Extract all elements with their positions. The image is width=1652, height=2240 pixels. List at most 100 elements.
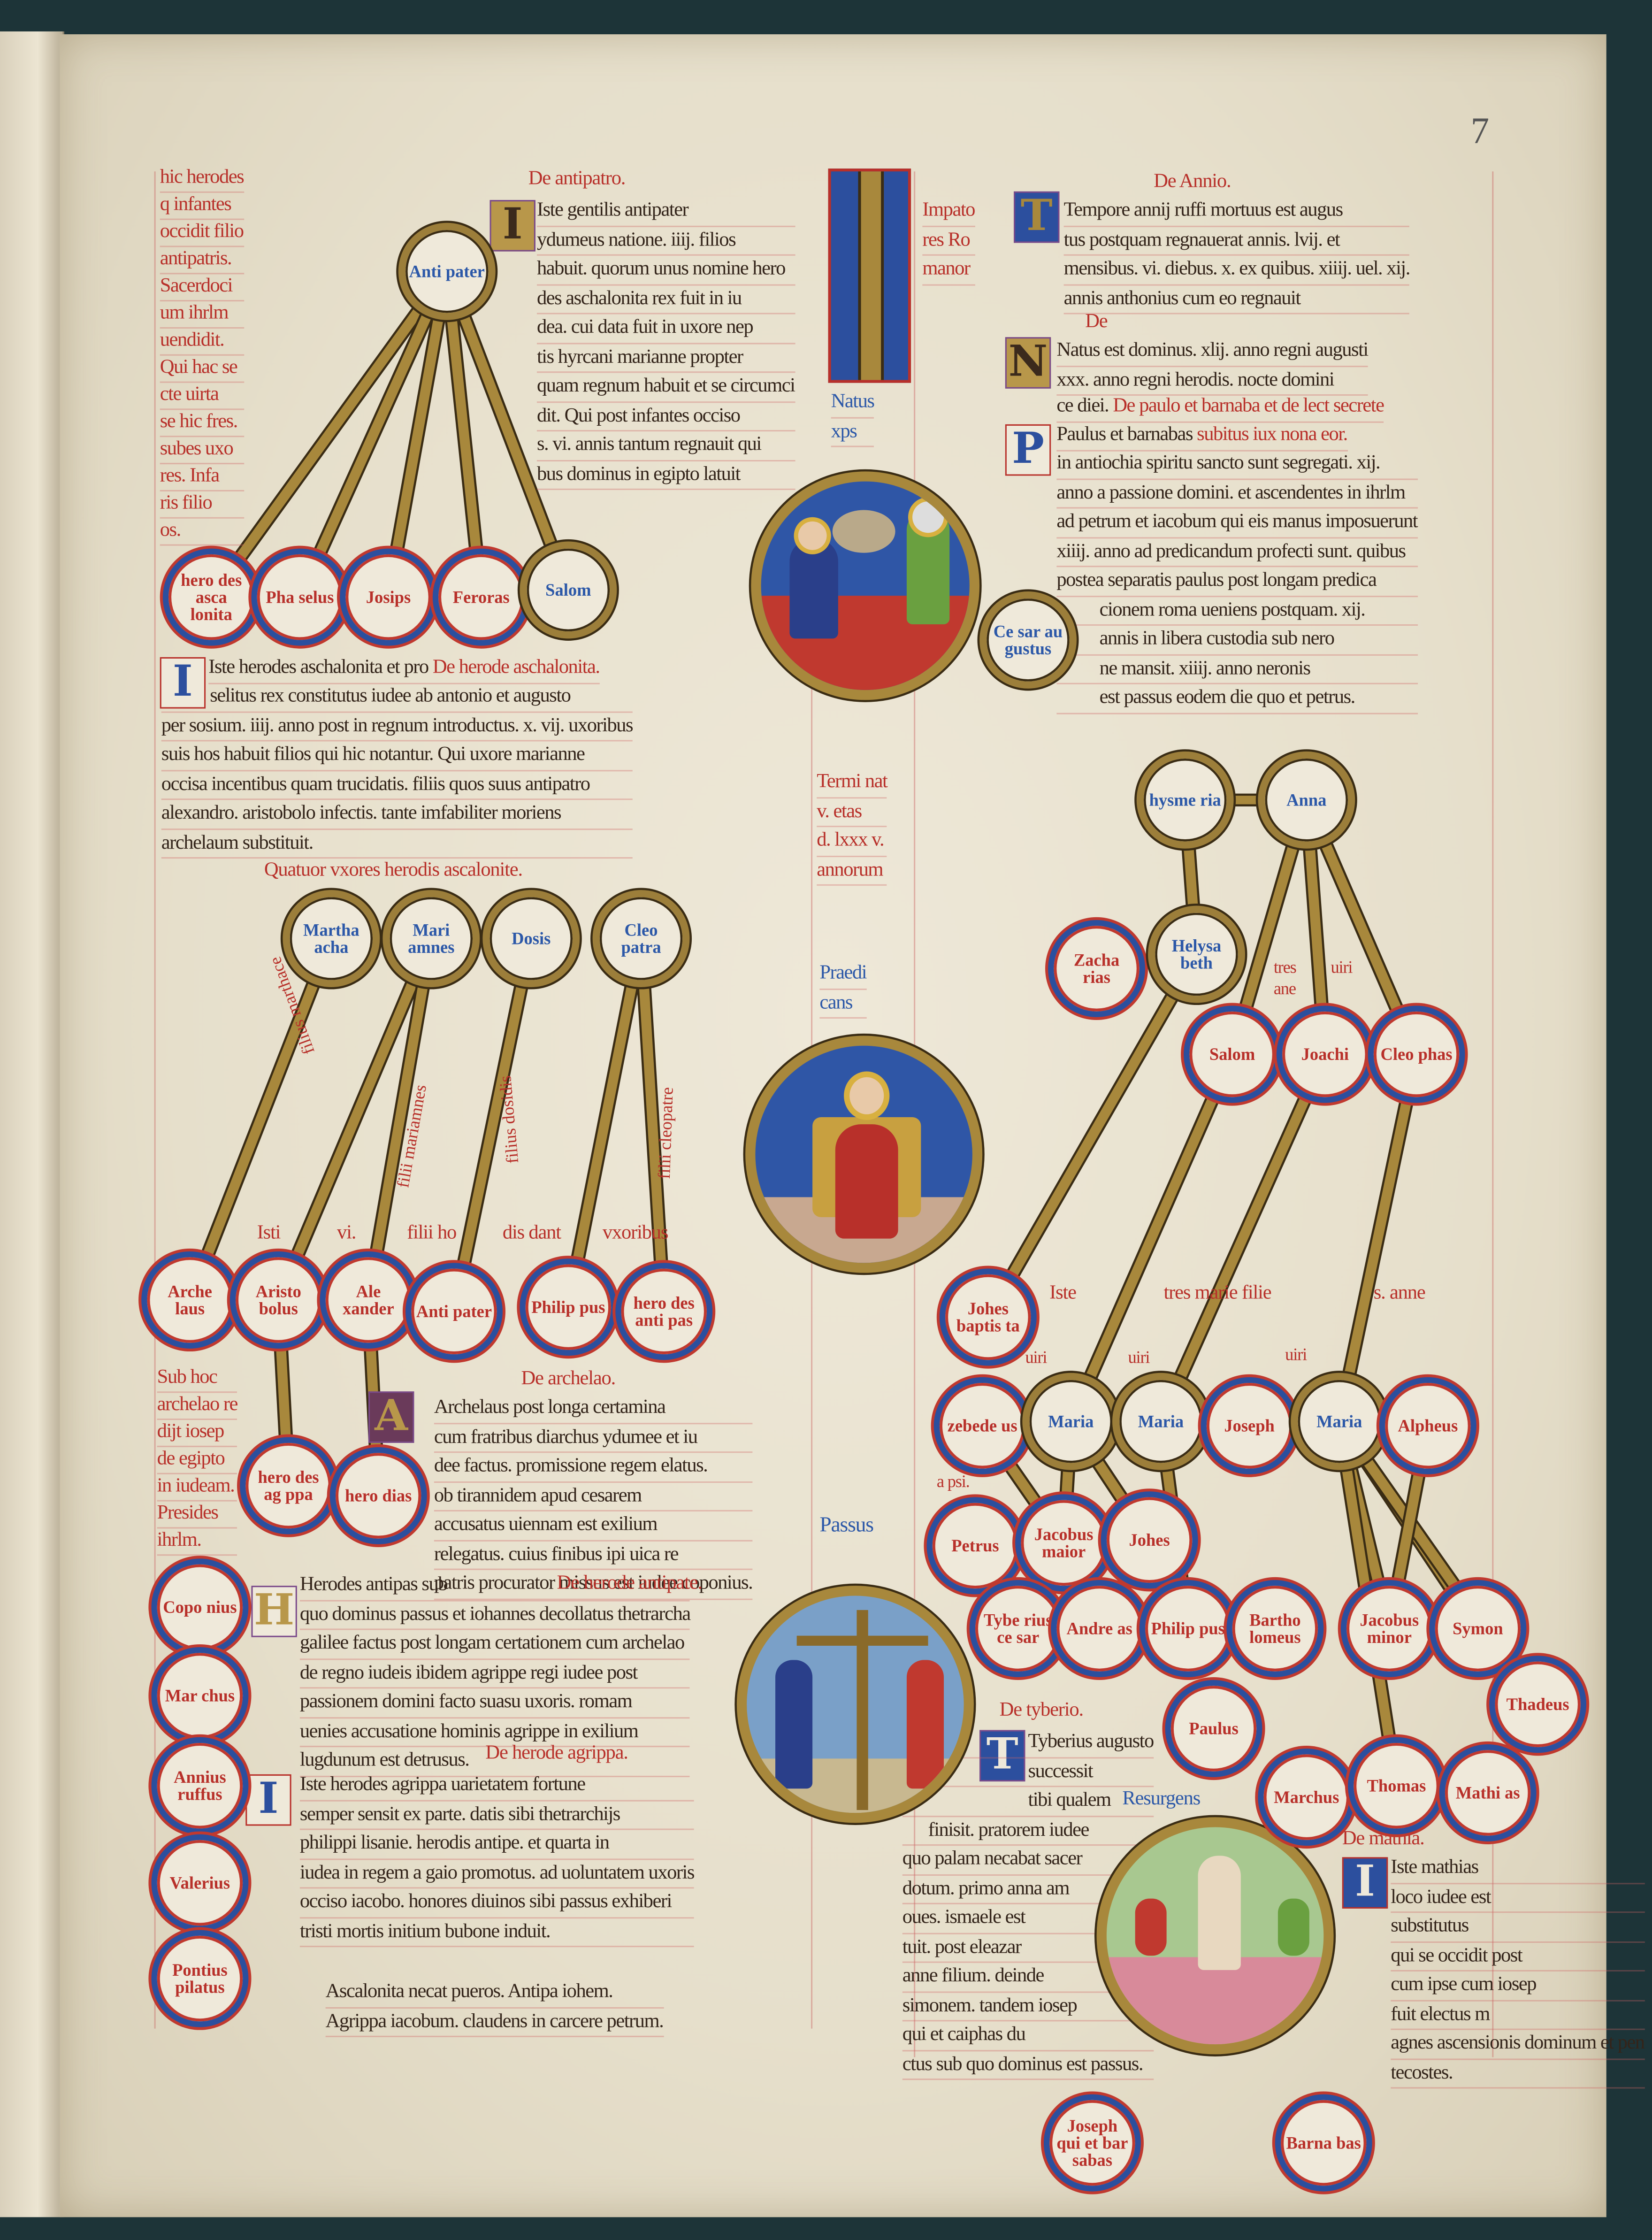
genealogy-roundel: hero des asca lonita	[162, 548, 260, 646]
text-line: annis anthonius cum eo regnauit	[1063, 285, 1410, 315]
text-line: xiiij. anno ad predicandum profecti sunt…	[1056, 538, 1418, 568]
wives-header: Quatuor vxores herodis ascalonite.	[264, 860, 523, 882]
genealogy-roundel: Barna bas	[1275, 2094, 1372, 2192]
genealogy-roundel: Ale xander	[320, 1251, 417, 1349]
uiri-label: uiri	[1285, 1344, 1307, 1365]
roundel-name: Arche laus	[168, 1281, 212, 1319]
text-line: ob tirannidem apud cesarem	[434, 1482, 753, 1511]
text-line: Praedi	[819, 960, 867, 990]
text-line: passionem domini facto suasu uxoris. rom…	[299, 1688, 690, 1718]
initial-letter-i-herodes: I	[160, 657, 206, 709]
genealogy-roundel: Josips	[340, 548, 437, 646]
roundel-name: Anti pater	[409, 261, 485, 282]
roundel-name: Salom	[1209, 1044, 1255, 1065]
genealogy-roundel: Copo nius	[151, 1558, 249, 1656]
ce-diei-text: ce diei.	[1056, 396, 1109, 417]
genealogy-roundel: Thomas	[1348, 1737, 1445, 1834]
text-line: um ihrlm	[160, 301, 244, 329]
genealogy-roundel: Jacobus minor	[1340, 1580, 1438, 1677]
genealogy-bar	[563, 933, 646, 1312]
heading-de-paulo: De paulo et barnaba et de lect secrete	[1113, 396, 1384, 417]
initial-letter-n: N	[1005, 337, 1051, 389]
text-line: successit	[902, 1758, 1154, 1787]
heading-de-herode-agrippa: De herode agrippa.	[485, 1742, 628, 1764]
initial-letter-p: P	[1005, 424, 1051, 476]
roundel-name: Ce sar au gustus	[993, 621, 1063, 659]
text-line: est passus eodem die quo et petrus.	[1056, 684, 1418, 714]
resurrection-medallion	[1096, 1817, 1334, 2055]
text-line: quo dominus passus et iohannes decollatu…	[299, 1601, 691, 1630]
text-line: Archelaus post longa certamina	[434, 1394, 753, 1424]
roundel-name: Feroras	[452, 587, 510, 607]
roundel-name: Helysa beth	[1171, 936, 1222, 973]
herodes-first-line: Iste herodes aschalonita et pro De herod…	[208, 654, 600, 684]
text-line: Iste gentilis antipater	[536, 197, 795, 227]
text-line: philippi lisanie. herodis antipe. et qua…	[299, 1830, 694, 1859]
text-line: postea separatis paulus post longam pred…	[1056, 567, 1418, 597]
roundel-name: Mari amnes	[408, 920, 455, 958]
genealogy-roundel: Joseph	[1201, 1377, 1298, 1474]
text-line: subes uxo	[160, 437, 244, 465]
roundel-name: Pha selus	[266, 587, 334, 607]
roundel-name: Barna bas	[1286, 2133, 1361, 2153]
roundel-name: Maria	[1048, 1411, 1094, 1432]
text-line: relegatus. cuius finibus ipi uica re	[434, 1541, 753, 1570]
sons-row-4: dis dant	[502, 1223, 561, 1244]
text-line: dee factus. promissione regem elatus.	[434, 1453, 753, 1482]
marie-row-2: tres marie filie	[1163, 1282, 1272, 1304]
text-line: Herodes antipas sub	[299, 1572, 690, 1601]
text-line: Agrippa iacobum. claudens in carcere pet…	[325, 2008, 664, 2037]
roundel-name: Salom	[545, 580, 591, 600]
genealogy-roundel: Maria	[1291, 1373, 1388, 1470]
genealogy-roundel: Pontius pilatus	[151, 1930, 249, 2027]
de-label: De	[1085, 311, 1108, 333]
margin-rule	[154, 171, 156, 2029]
natus-text: Natus est dominus. xlij. anno regni augu…	[1056, 337, 1369, 396]
roundel-name: Joachi	[1301, 1044, 1349, 1065]
text-line: Sub hoc	[157, 1365, 237, 1393]
genealogy-roundel: Anti pater	[398, 222, 496, 320]
passus-label: Passus	[819, 1514, 874, 1537]
text-line: Qui hac se	[160, 356, 244, 383]
genealogy-roundel: Mathi as	[1439, 1744, 1537, 1841]
text-line: s. vi. annis tantum regnauit qui	[536, 431, 795, 461]
text-line: qui et caiphas du	[902, 2021, 1154, 2051]
heading-de-annio: De Annio.	[1154, 171, 1231, 193]
genealogy-roundel: zebede us	[933, 1377, 1031, 1474]
text-line: substitutus	[1391, 1913, 1644, 1942]
roundel-name: hero des anti pas	[633, 1293, 695, 1330]
genealogy-roundel: Mari amnes	[382, 890, 480, 987]
text-line: dotum. primo anna am	[902, 1875, 1154, 1904]
text-line: Iste herodes agrippa uarietatem fortune	[299, 1772, 694, 1801]
text-line: tis hyrcani marianne propter	[536, 344, 795, 373]
text-line: cum ipse cum iosep	[1391, 1972, 1644, 2001]
genealogy-roundel: Valerius	[151, 1834, 249, 1932]
text-line: hic herodes	[160, 166, 245, 193]
roundel-name: Josips	[366, 587, 411, 607]
roundel-name: Tybe rius ce sar	[984, 1610, 1053, 1648]
genealogy-roundel: Pha selus	[251, 548, 349, 646]
sons-row-5: vxoribus	[602, 1223, 669, 1244]
roundel-name: hysme ria	[1149, 790, 1221, 810]
roundel-name: Joseph	[1224, 1416, 1275, 1436]
text-line: de regno iudeis ibidem agrippe regi iude…	[299, 1659, 690, 1689]
christ-in-majesty-medallion	[745, 1036, 983, 1273]
genealogy-roundel: Joseph qui et bar sabas	[1043, 2094, 1141, 2192]
roundel-name: Johes	[1129, 1530, 1170, 1550]
text-line: annis in libera custodia sub nero	[1056, 626, 1418, 655]
paulus-line: Paulus et barnabas subitus iux nona eor.	[1056, 422, 1348, 451]
text-line: de egipto	[157, 1447, 237, 1474]
text-line: iudea in regem a gaio promotus. ad uolun…	[299, 1859, 695, 1889]
genealogy-roundel: Jacobus maior	[1015, 1494, 1113, 1592]
heading-de-antipatro: De antipatro.	[528, 169, 626, 190]
genealogy-roundel: Andre as	[1051, 1580, 1148, 1677]
genealogy-roundel: Paulus	[1165, 1680, 1262, 1777]
genealogy-roundel: Cleo patra	[592, 890, 690, 987]
text-line: quo palam necabat sacer	[902, 1846, 1154, 1875]
